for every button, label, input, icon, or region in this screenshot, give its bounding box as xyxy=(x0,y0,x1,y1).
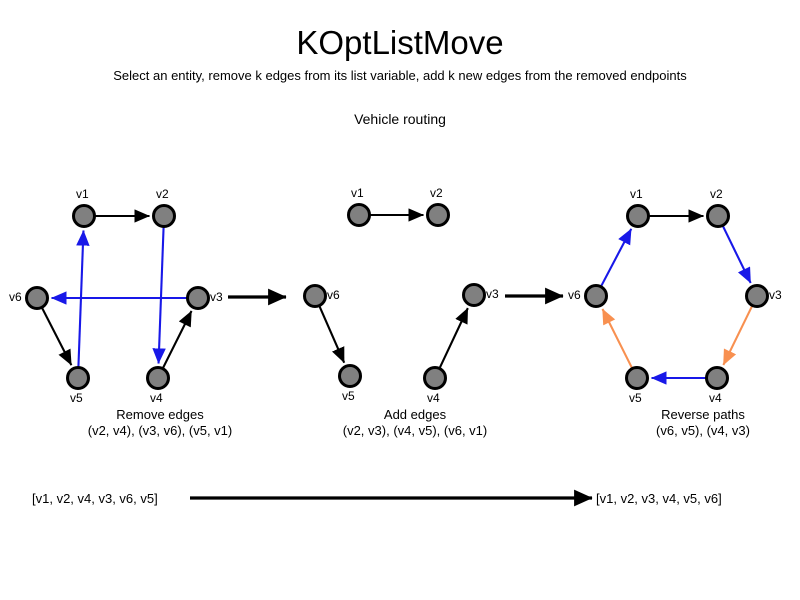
caption-title: Remove edges xyxy=(116,407,204,422)
node-label-v2: v2 xyxy=(156,187,169,201)
list-before-text: [v1, v2, v4, v3, v6, v5] xyxy=(32,491,158,506)
graph-node-v5[interactable] xyxy=(625,366,649,390)
graph-edge-v6-v1 xyxy=(600,228,633,287)
graph-edge-v4-v3 xyxy=(162,310,193,369)
node-label-v4: v4 xyxy=(427,391,440,405)
graph-node-v3[interactable] xyxy=(745,284,769,308)
node-label-v6: v6 xyxy=(327,288,340,302)
node-label-v2: v2 xyxy=(430,186,443,200)
node-label-v1: v1 xyxy=(630,187,643,201)
graph-node-v5[interactable] xyxy=(338,364,362,388)
graph-node-v6[interactable] xyxy=(584,284,608,308)
caption-title: Add edges xyxy=(383,407,447,422)
node-label-v5: v5 xyxy=(629,391,642,405)
edges-layer xyxy=(41,208,753,385)
node-label-v5: v5 xyxy=(342,389,355,403)
node-label-v6: v6 xyxy=(568,288,581,302)
section-label: Vehicle routing xyxy=(354,111,446,127)
nodes-layer xyxy=(25,203,769,390)
graph-node-v1[interactable] xyxy=(347,203,371,227)
graph-edge-v6-v5 xyxy=(41,307,73,366)
graph-node-v4[interactable] xyxy=(146,366,170,390)
node-label-v6: v6 xyxy=(9,290,22,304)
graph-node-v2[interactable] xyxy=(426,203,450,227)
graph-node-v2[interactable] xyxy=(152,204,176,228)
caption-detail: (v2, v4), (v3, v6), (v5, v1) xyxy=(87,423,233,438)
graph-node-v4[interactable] xyxy=(423,366,447,390)
panel-caption-reverse: Reverse paths (v6, v5), (v4, v3) xyxy=(578,407,800,439)
graph-node-v4[interactable] xyxy=(705,366,729,390)
list-after-text: [v1, v2, v3, v4, v5, v6] xyxy=(596,491,722,506)
caption-detail: (v6, v5), (v4, v3) xyxy=(656,423,750,438)
page-title: KOptListMove xyxy=(296,24,504,61)
graph-edge-v3-v4 xyxy=(722,305,753,366)
caption-detail: (v2, v3), (v4, v5), (v6, v1) xyxy=(342,423,488,438)
graph-node-v6[interactable] xyxy=(303,284,327,308)
graph-node-v5[interactable] xyxy=(66,366,90,390)
node-label-v3: v3 xyxy=(486,287,499,301)
node-label-v2: v2 xyxy=(710,187,723,201)
page-subtitle: Select an entity, remove k edges from it… xyxy=(113,68,687,83)
graph-edge-v2-v3 xyxy=(722,225,752,284)
node-label-v5: v5 xyxy=(70,391,83,405)
graph-edge-v4-v3 xyxy=(438,307,469,369)
graph-node-v1[interactable] xyxy=(72,204,96,228)
panel-caption-add: Add edges (v2, v3), (v4, v5), (v6, v1) xyxy=(290,407,540,439)
node-label-v3: v3 xyxy=(210,290,223,304)
node-label-v3: v3 xyxy=(769,288,782,302)
node-label-v4: v4 xyxy=(709,391,722,405)
graph-node-v3[interactable] xyxy=(186,286,210,310)
graph-edge-v5-v6 xyxy=(601,308,633,369)
graph-node-v3[interactable] xyxy=(462,283,486,307)
node-label-v4: v4 xyxy=(150,391,163,405)
graph-edge-v2-v4 xyxy=(152,227,166,364)
graph-edge-v5-v1 xyxy=(76,230,90,367)
node-label-v1: v1 xyxy=(351,186,364,200)
graph-node-v6[interactable] xyxy=(25,286,49,310)
graph-node-v2[interactable] xyxy=(706,204,730,228)
panel-caption-remove: Remove edges (v2, v4), (v3, v6), (v5, v1… xyxy=(35,407,285,439)
graph-node-v1[interactable] xyxy=(626,204,650,228)
transition-arrows-layer xyxy=(190,287,593,507)
graph-edge-v6-v5 xyxy=(318,306,346,364)
node-label-v1: v1 xyxy=(76,187,89,201)
caption-title: Reverse paths xyxy=(661,407,745,422)
